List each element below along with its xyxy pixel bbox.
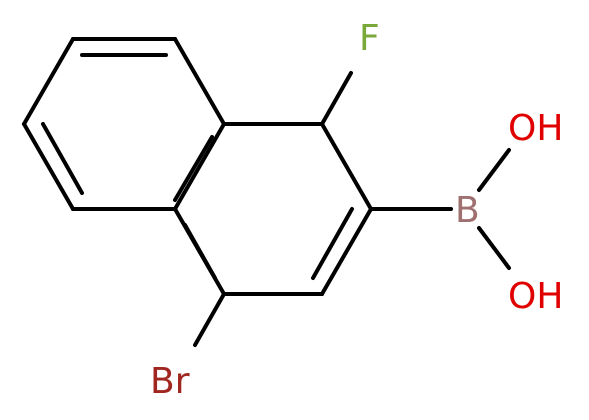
bond-c1-fluorine [320,71,353,126]
bond-c1-c2 [320,122,373,211]
bromine-atom-label: Br [150,361,190,402]
fluorine-atom-label: F [359,18,380,59]
bond-fusion [173,122,226,211]
hydroxyl-top-label: OH [508,108,563,149]
boron-atom-label: B [455,190,480,231]
bond-fusion-inner [173,135,214,202]
bond-c2-c3 [320,207,373,296]
bond-left-ring-lower-left [22,122,75,211]
bond-boron-oh-bottom [477,226,511,270]
bond-c4-bromine [193,292,226,347]
bond-c2-c3-inner [311,207,354,280]
bond-c4-c4a-inner [183,223,217,280]
bond-left-ring-upper-left [22,37,75,126]
bond-boron-oh-top [477,148,511,192]
bond-left-ring-lower-left-inner [41,122,84,195]
hydroxyl-bottom-label: OH [508,276,563,317]
bond-left-ring-upper-right [173,37,226,126]
